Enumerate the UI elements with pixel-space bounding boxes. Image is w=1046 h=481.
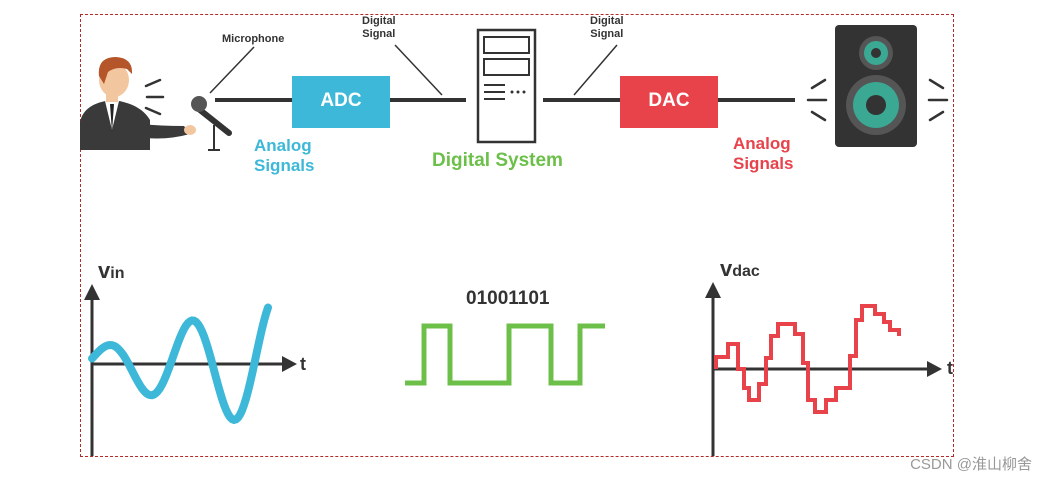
digital-square-wave bbox=[405, 323, 605, 386]
digital-signal-left-label: Digital Signal bbox=[362, 15, 396, 40]
dac-label: DAC bbox=[648, 90, 690, 111]
person-icon bbox=[80, 57, 196, 150]
speaker-icon bbox=[835, 25, 917, 147]
adc-block bbox=[292, 76, 390, 128]
digital-signal-right-label: Digital Signal bbox=[590, 15, 624, 40]
diagram-frame bbox=[80, 14, 954, 457]
dac-block bbox=[620, 76, 718, 128]
computer-tower-icon bbox=[476, 28, 537, 144]
leader-digital-signal-right bbox=[573, 44, 618, 96]
watermark-text: CSDN @淮山柳舍 bbox=[910, 455, 1032, 473]
sound-waves-speaker-left-icon bbox=[806, 78, 828, 122]
leader-microphone bbox=[209, 46, 255, 94]
vdac-label-main: v bbox=[720, 256, 733, 281]
sound-waves-left-icon bbox=[144, 78, 165, 116]
vin-label-main: v bbox=[98, 258, 111, 283]
vin-analog-wave bbox=[88, 303, 272, 425]
adc-label: ADC bbox=[320, 90, 362, 111]
vin-axis-label: vin bbox=[98, 258, 124, 283]
microphone-label: Microphone bbox=[222, 33, 285, 45]
vdac-axis-label: vdac bbox=[720, 256, 760, 281]
vin-label-sub: in bbox=[110, 265, 125, 282]
vdac-axes bbox=[705, 282, 942, 456]
analog-signals-right-label: Analog Signals bbox=[733, 134, 794, 173]
t-left-label: t bbox=[300, 354, 306, 374]
t-right-label: t bbox=[947, 358, 953, 378]
vdac-stepped-wave bbox=[714, 304, 901, 414]
sound-waves-speaker-right-icon bbox=[927, 78, 949, 122]
microphone-icon bbox=[191, 96, 232, 151]
bits-label: 01001101 bbox=[466, 288, 550, 309]
vdac-label-sub: dac bbox=[732, 263, 760, 280]
analog-signals-left-label: Analog Signals bbox=[254, 136, 315, 175]
leader-digital-signal-left bbox=[394, 44, 443, 96]
digital-system-label: Digital System bbox=[432, 150, 563, 171]
